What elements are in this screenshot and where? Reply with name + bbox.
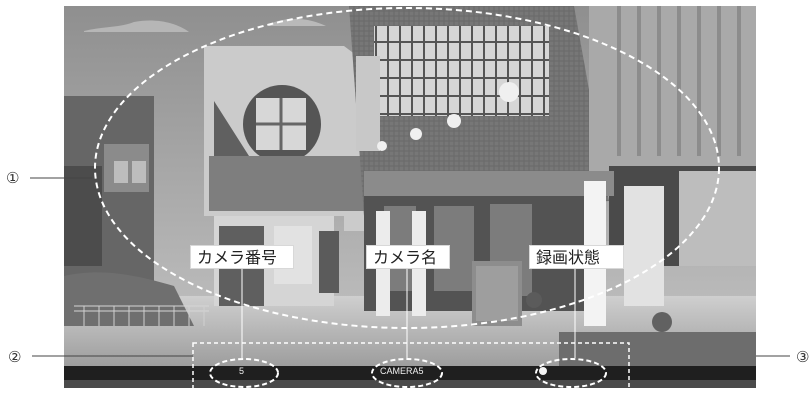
camera-number-label: カメラ番号 (190, 245, 294, 269)
building-photo (64, 6, 756, 388)
recording-dot-icon (539, 367, 547, 375)
osd-camera-number: 5 (239, 366, 245, 376)
recording-status-label: 録画状態 (529, 245, 624, 269)
camera-preview-screen: 5 CAMERA5 (64, 6, 756, 388)
callout-one: ① (6, 169, 20, 187)
osd-camera-name: CAMERA5 (380, 366, 424, 376)
callout-two: ② (8, 348, 22, 366)
osd-strip (64, 380, 756, 388)
camera-name-label: カメラ名 (366, 245, 450, 269)
callout-three: ③ (796, 348, 809, 366)
